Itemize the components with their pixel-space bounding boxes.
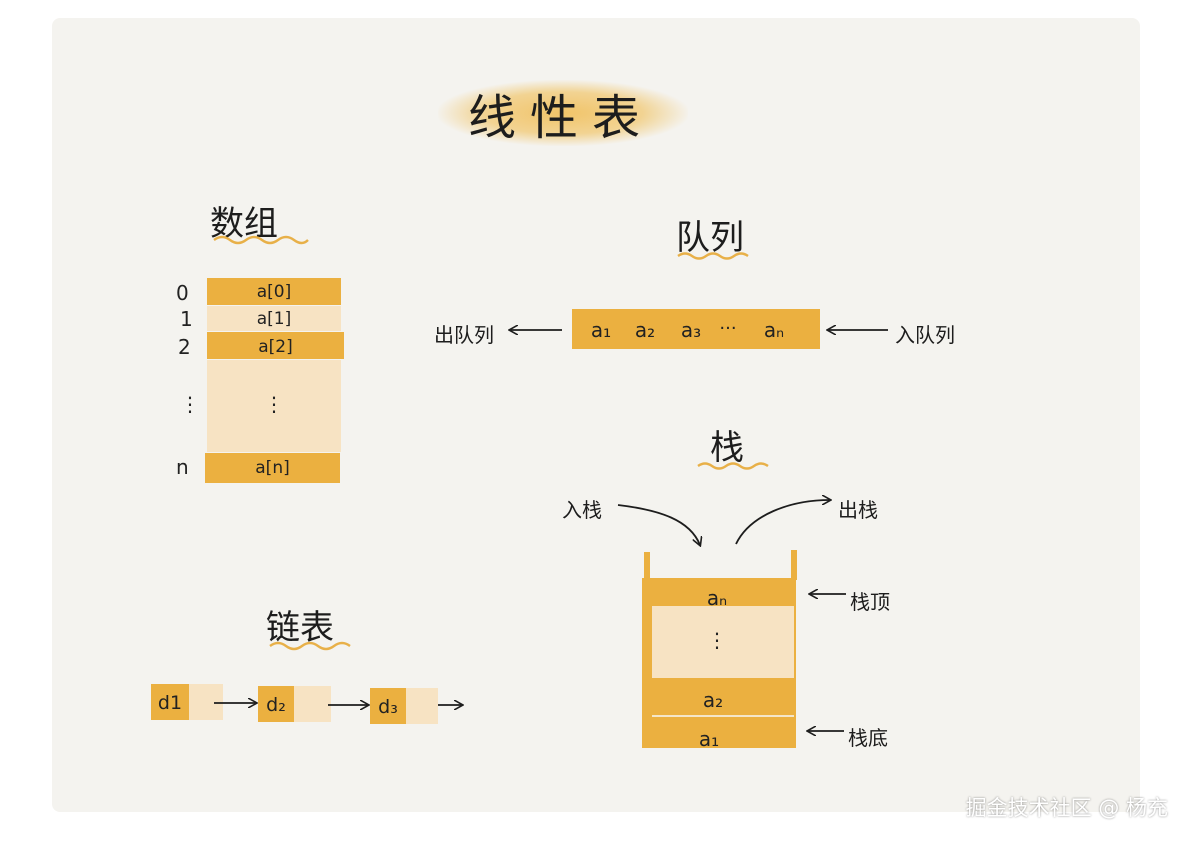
node-3-data [370, 688, 406, 724]
linked-list-title-squiggle [269, 641, 351, 651]
array-index-1: 1 [180, 307, 193, 331]
enqueue-label: 入队列 [895, 323, 955, 347]
array-index-dots: ⋮ [180, 392, 200, 416]
stack-title-squiggle [697, 462, 769, 470]
queue-bar [572, 309, 820, 349]
node-1-next [189, 684, 223, 720]
queue-title: 队列 [676, 218, 744, 258]
node-2-next [294, 686, 331, 722]
array-label-1: a[1] [256, 309, 292, 329]
node-3-label: d₃ [378, 696, 398, 718]
stack-item-1: a₁ [698, 727, 720, 751]
node-2-data [258, 686, 294, 722]
array-cell-1 [207, 306, 341, 331]
array-title-squiggle [213, 235, 309, 245]
pop-arrow [735, 500, 830, 545]
array-cell-gap [207, 360, 341, 452]
queue-item-3: a₃ [680, 318, 702, 342]
queue-item-ellipsis: ··· [719, 318, 737, 339]
node-2-label: d₂ [266, 694, 286, 716]
stack-bottom-label: 栈底 [848, 726, 888, 750]
dequeue-label: 出队列 [434, 323, 494, 347]
array-cell-0 [207, 278, 341, 305]
queue-title-squiggle [677, 252, 749, 260]
pop-label: 出栈 [838, 498, 878, 522]
queue-item-n: aₙ [763, 318, 785, 342]
push-label: 入栈 [562, 498, 602, 522]
array-label-0: a[0] [256, 282, 292, 302]
stack-item-2: a₂ [702, 688, 724, 712]
array-index-0: 0 [176, 281, 189, 305]
stack-gap [652, 606, 794, 678]
array-index-2: 2 [178, 335, 191, 359]
array-cell-n [205, 453, 340, 483]
stack-title: 栈 [710, 428, 744, 468]
stack-item-dots: ⋮ [707, 628, 727, 652]
array-index-n: n [176, 455, 189, 479]
array-label-2: a[2] [258, 337, 293, 357]
node-1-data [151, 684, 189, 720]
push-arrow [617, 504, 700, 545]
linked-list-title: 链表 [266, 608, 334, 648]
node-3-next [406, 688, 438, 724]
array-cell-2 [207, 332, 344, 359]
queue-item-2: a₂ [634, 318, 656, 342]
stack-item-top: aₙ [706, 586, 728, 610]
diagram-title: 线性表 [468, 90, 655, 146]
node-1-label: d1 [157, 692, 183, 714]
array-label-n: a[n] [255, 458, 290, 478]
stack-top-label: 栈顶 [850, 590, 890, 614]
queue-item-1: a₁ [590, 318, 612, 342]
array-label-dots: ⋮ [264, 392, 284, 416]
title-highlight [438, 80, 688, 146]
watermark: 掘金技术社区 @ 杨充 [965, 796, 1168, 820]
